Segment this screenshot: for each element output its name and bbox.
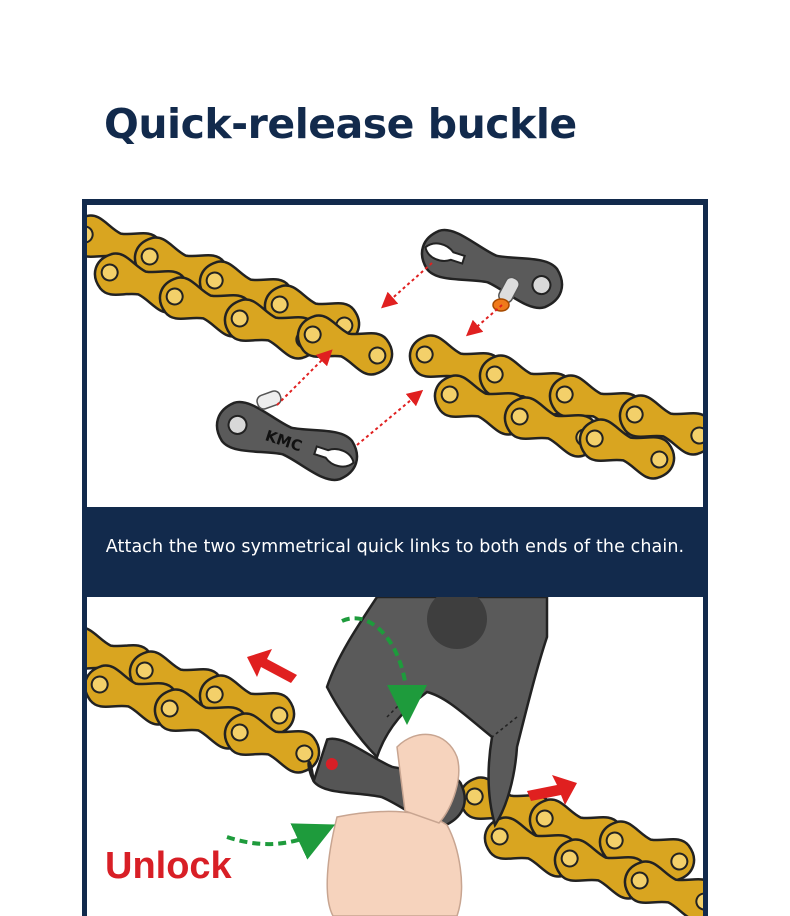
arrow-icon (276, 349, 333, 406)
pliers-unlock-drawing (87, 597, 703, 916)
arrow-icon (465, 304, 503, 337)
page-title: Quick-release buckle (104, 100, 577, 148)
arrow-icon (247, 649, 297, 683)
press-arrows (247, 649, 577, 805)
unlock-label: Unlock (105, 845, 232, 887)
chain-attach-drawing: KMC (87, 209, 703, 485)
pin-icon (256, 390, 282, 410)
step1-caption: Attach the two symmetrical quick links t… (105, 537, 685, 557)
step2-illustration: Unlock (87, 597, 703, 916)
quick-link-top (420, 228, 564, 310)
step1-illustration: KMC (87, 205, 703, 507)
hand-icon (326, 733, 463, 916)
attach-arrows (276, 262, 503, 446)
step2-panel: Unlock (82, 591, 708, 916)
step1-panel: KMC Attach the two symmetrical quick lin… (82, 199, 708, 591)
arrow-icon (341, 616, 427, 725)
arrow-icon (356, 389, 424, 446)
arrow-icon (381, 262, 433, 309)
arrow-icon (226, 823, 336, 860)
right-chain-section (403, 329, 703, 485)
arrow-icon (527, 775, 577, 805)
quick-link-bottom: KMC (215, 400, 359, 482)
unlock-arrows (226, 616, 427, 860)
left-chain-section (87, 209, 399, 381)
